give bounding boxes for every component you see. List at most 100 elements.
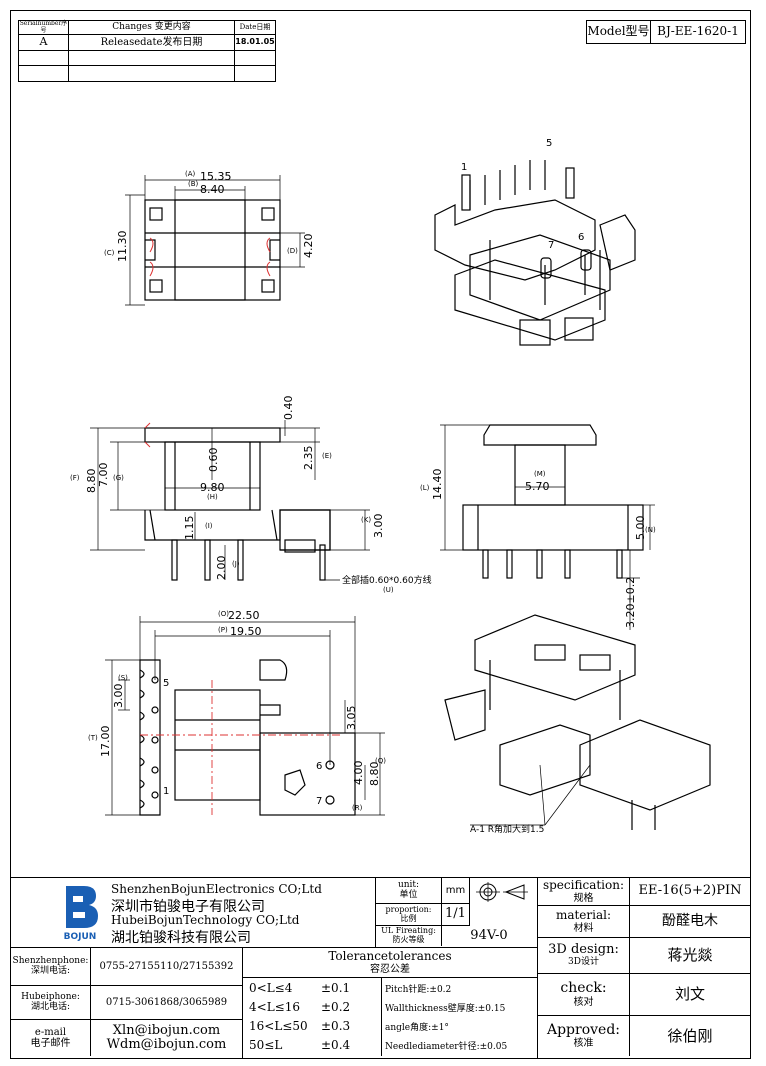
- dim-q-value: 8.80: [368, 762, 381, 787]
- unit-area: unit: 单位 mm proportion: 比例 1/1 UL Fireat…: [376, 878, 538, 948]
- rev-header-date: Date日期: [235, 21, 275, 35]
- dim-r-label: (R): [352, 804, 363, 812]
- technical-drawing: (A) 15.35 (B) 8.40 (C) 11.30 (D) 4.20 1 …: [70, 138, 711, 835]
- dim-d-label: (D): [287, 247, 298, 255]
- tol-value-3: ±0.3: [321, 1019, 351, 1033]
- tolerance-title: Tolerancetolerances: [328, 949, 452, 964]
- bottom-pin-7: 7: [316, 796, 322, 807]
- check-value: 刘文: [630, 974, 750, 1016]
- dim-top-value: 0.40: [282, 396, 295, 421]
- hb-phone-cn: 湖北电话:: [30, 1001, 71, 1012]
- dim-i-label: (I): [205, 522, 213, 530]
- dim-pin-length: 3.20±0.2: [624, 577, 637, 628]
- dim-g-label: (G): [113, 474, 124, 482]
- signature-area: 3D design: 3D设计 蒋光燚 check: 核对 刘文 Approve…: [538, 938, 750, 1058]
- dim-q-label: (Q): [375, 757, 386, 765]
- email-cn: 电子邮件: [30, 1038, 71, 1049]
- revision-table: Serialnumber序号 Changes 变更内容 Date日期 A Rel…: [18, 20, 276, 82]
- bottom-pin-5: 5: [163, 678, 169, 689]
- iso-pin-7: 7: [548, 240, 554, 251]
- unit-cn: 单位: [399, 889, 418, 900]
- dim-t-label: (T): [88, 734, 98, 742]
- note-needle: Needlediameter针径:±0.05: [385, 1042, 508, 1052]
- iso-pin-6: 6: [578, 232, 584, 243]
- email-label: e-mail: [34, 1027, 67, 1038]
- dim-p-label: (P): [218, 626, 228, 634]
- tolerance-area: Tolerancetolerances 容忍公差 0<L≤4 ±0.1 4<L≤…: [243, 948, 538, 1058]
- rev-row2-change: [69, 51, 235, 66]
- dim-c-label: (C): [104, 249, 115, 257]
- rev-header-serial: Serialnumber序号: [19, 19, 69, 35]
- dim-h-label: (H): [207, 493, 218, 501]
- ul-label: UL Fireating:: [381, 926, 436, 936]
- proportion-label: proportion:: [385, 904, 432, 914]
- dim-o-value: 22.50: [228, 609, 260, 622]
- dim-j-label: (J): [232, 560, 240, 568]
- dim-e-value: 2.35: [302, 446, 315, 471]
- dim-f-value: 8.80: [85, 469, 98, 494]
- dim-s-label: (S): [118, 674, 128, 682]
- unit-label: unit:: [397, 879, 420, 890]
- check-cn: 核对: [573, 996, 594, 1008]
- ul-value: 94V-0: [470, 927, 508, 943]
- dim-c-value: 11.30: [116, 231, 129, 263]
- note-wall: Wallthickness壁厚度:±0.15: [385, 1004, 506, 1014]
- bottom-pin-6: 6: [316, 761, 322, 772]
- sz-phone-value: 0755-27155110/27155392: [91, 948, 242, 986]
- bottom-pin-1: 1: [163, 786, 169, 797]
- tol-range-3: 16<L≤50: [249, 1019, 308, 1033]
- dim-g-value: 7.00: [97, 463, 110, 488]
- iso-pin-1: 1: [461, 162, 467, 173]
- projection-symbol-icon: [476, 882, 528, 902]
- spec-value: EE-16(5+2)PIN: [630, 878, 750, 906]
- iso-pin-5: 5: [546, 138, 552, 149]
- dim-i-value: 1.15: [183, 516, 196, 541]
- dim-e-label: (E): [322, 452, 332, 460]
- iso-bottom-view: [444, 614, 711, 830]
- rev-row3-change: [69, 66, 235, 81]
- tol-value-1: ±0.1: [321, 981, 351, 995]
- dim-mid-value: 0.60: [207, 448, 220, 473]
- dim-n-label: (N): [645, 526, 656, 534]
- dim-o-label: (O): [218, 610, 229, 618]
- rev-row1-change: Releasedate发布日期: [69, 35, 235, 51]
- hb-phone-value: 0715-3061868/3065989: [91, 986, 242, 1020]
- iso-top-view: [434, 160, 636, 346]
- dim-l-value: 14.40: [431, 469, 444, 501]
- rev-row2-date: [235, 51, 275, 66]
- material-label: material:: [555, 908, 612, 923]
- approved-cn: 核准: [573, 1038, 594, 1050]
- company-area: BOJUN ShenzhenBojunElectronics CO;Ltd 深圳…: [11, 878, 376, 948]
- dim-n-value: 5.00: [634, 516, 647, 541]
- unit-value: mm: [442, 878, 470, 904]
- dim-j-value: 2.00: [215, 556, 228, 581]
- dim-v-value: 3.05: [345, 706, 358, 731]
- spec-cn: 规格: [573, 892, 594, 904]
- dim-t-value: 17.00: [99, 726, 112, 758]
- dim-r-value: 4.00: [352, 761, 365, 786]
- rev-row2-serial: [19, 51, 69, 66]
- hb-phone-label: Hubeiphone:: [21, 991, 80, 1002]
- design-label: 3D design:: [548, 942, 619, 958]
- dim-d-value: 4.20: [302, 234, 315, 259]
- spec-area: specification: 规格 EE-16(5+2)PIN material…: [538, 878, 750, 938]
- pin-note: 全部插0.60*0.60方线: [342, 574, 432, 586]
- tol-range-2: 4<L≤16: [249, 1000, 300, 1014]
- model-label: Model型号: [587, 21, 651, 43]
- dim-p-value: 19.50: [230, 625, 262, 638]
- contacts-area: Shenzhenphone: 深圳电话: 0755-27155110/27155…: [11, 948, 243, 1058]
- email-2[interactable]: Wdm@ibojun.com: [106, 1037, 227, 1052]
- material-cn: 材料: [573, 922, 594, 934]
- bottom-view: [105, 616, 385, 816]
- tol-value-4: ±0.4: [321, 1038, 351, 1052]
- company-en-2: HubeiBojunTechnology CO;Ltd: [111, 913, 300, 927]
- approved-value: 徐伯刚: [667, 1026, 713, 1045]
- dim-k-value: 3.00: [372, 514, 385, 539]
- rev-row1-serial: A: [19, 35, 69, 51]
- dim-a-label: (A): [185, 170, 196, 178]
- dim-b-value: 8.40: [200, 183, 225, 196]
- iso-bottom-note: A-1 R角加大到1.5: [470, 823, 544, 835]
- proportion-value: 1/1: [442, 904, 470, 926]
- design-value: 蒋光燚: [630, 938, 750, 974]
- email-1[interactable]: Xln@ibojun.com: [112, 1022, 221, 1038]
